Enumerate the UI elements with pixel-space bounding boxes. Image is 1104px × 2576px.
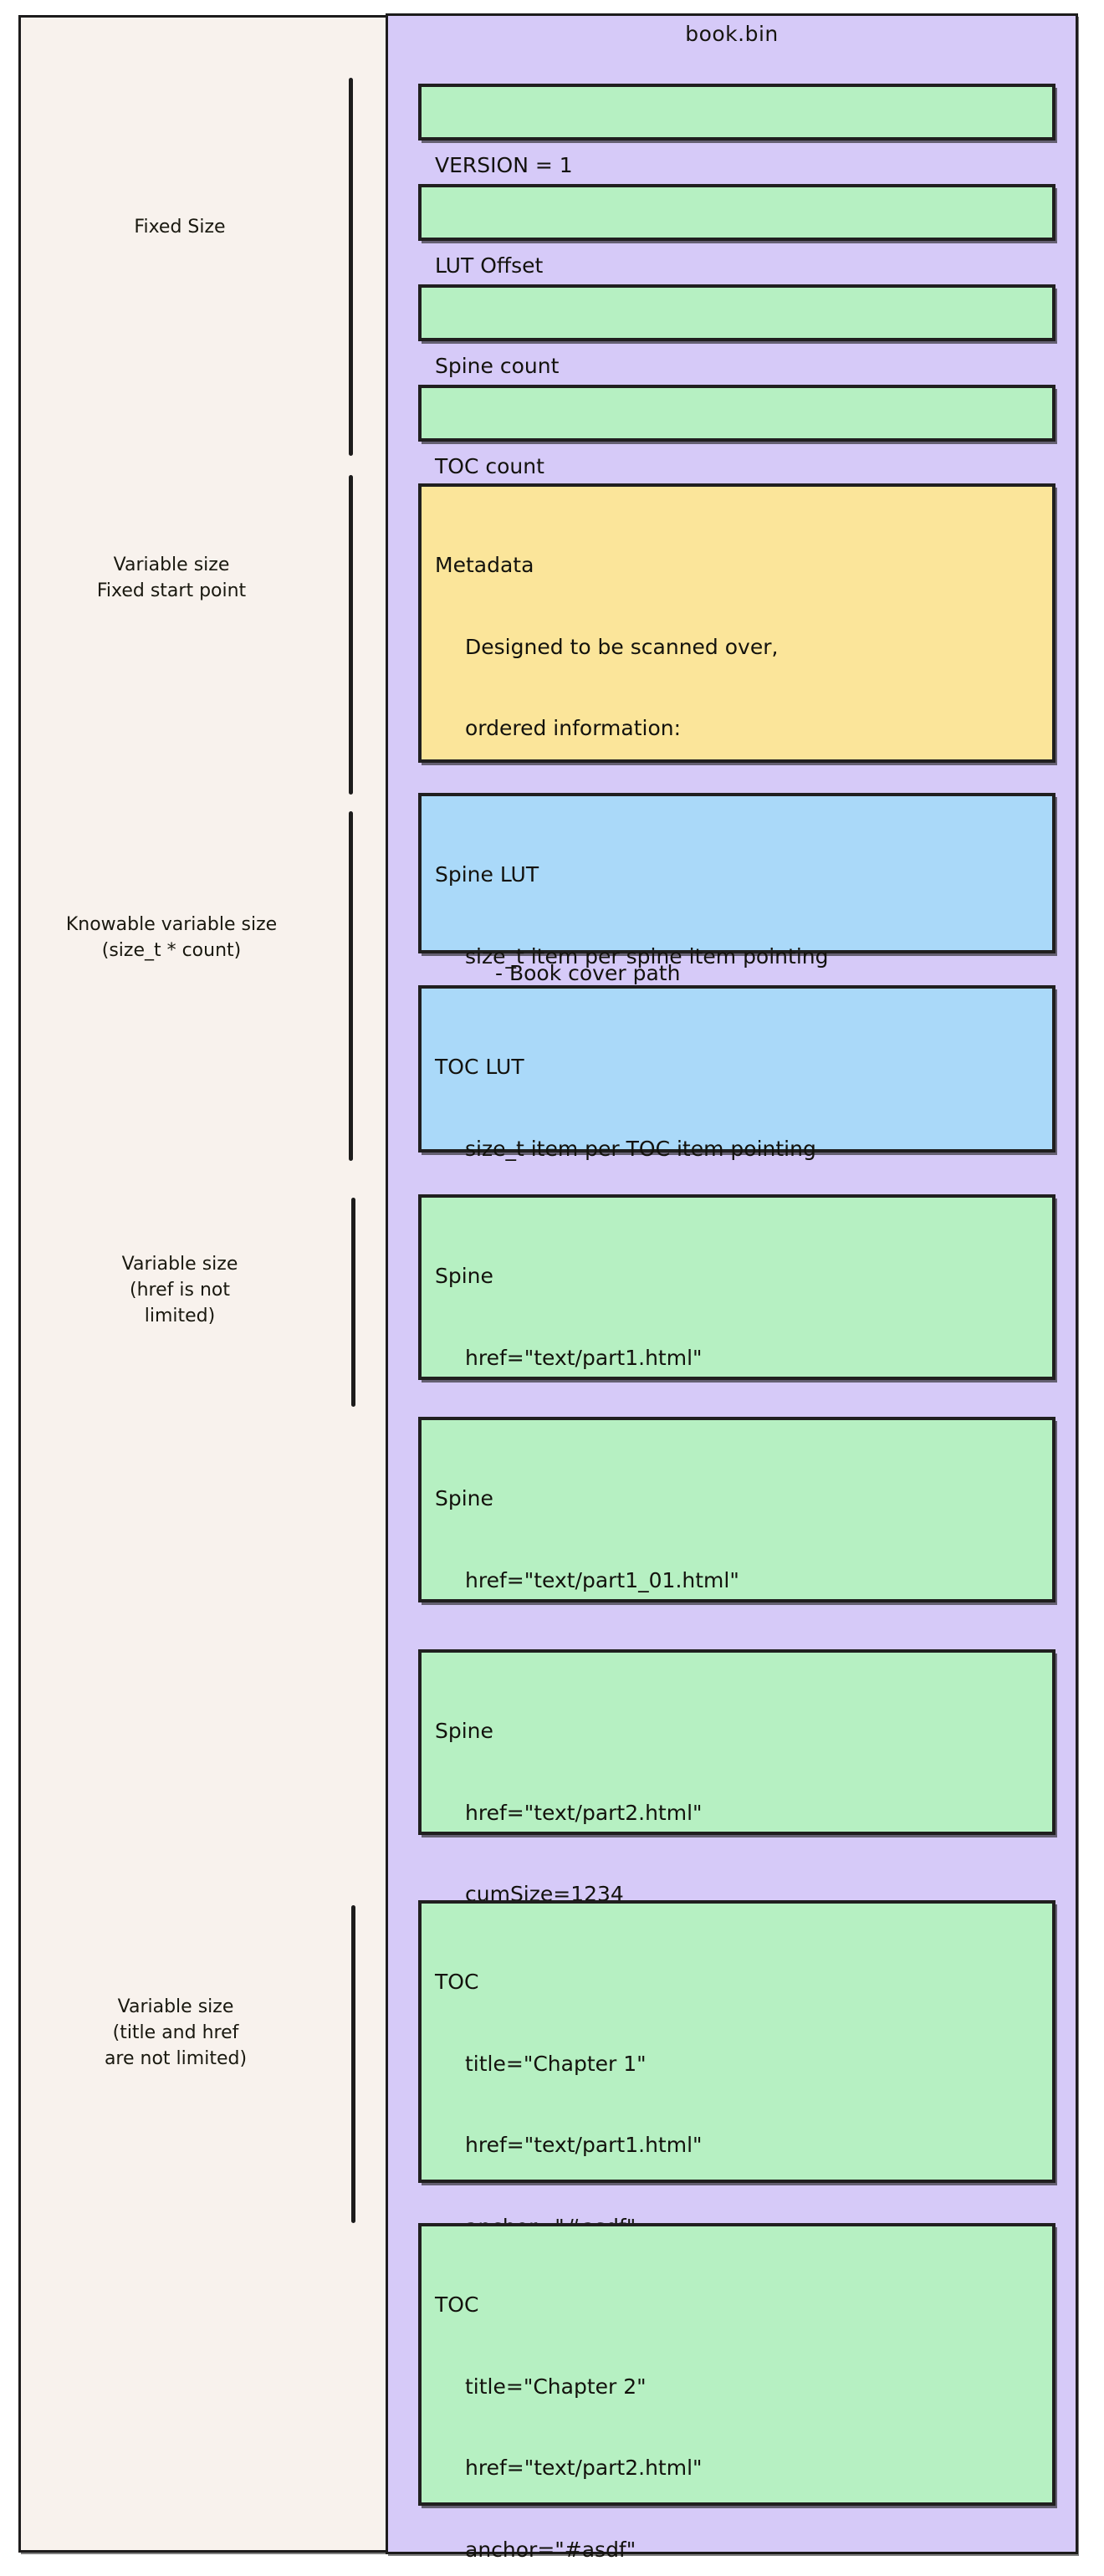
block-toc-1[interactable]: TOC title="Chapter 1" href="text/part1.h… bbox=[418, 1900, 1055, 2402]
block-toc-1-line-1: title="Chapter 1" bbox=[465, 2051, 647, 2076]
block-toc-lut-line-0: TOC LUT bbox=[435, 1055, 524, 1079]
block-toc-1-line-0: TOC bbox=[435, 1970, 479, 1994]
block-metadata-line-5: - Book cover path bbox=[495, 960, 681, 985]
block-spine-2-line-0: Spine bbox=[435, 1486, 493, 1510]
block-toc-1-line-2: href="text/part1.html" bbox=[465, 2133, 703, 2157]
block-metadata-line-2: ordered information: bbox=[465, 716, 682, 740]
block-toc-2[interactable]: TOC title="Chapter 2" href="text/part2.h… bbox=[418, 2223, 1055, 2562]
section-label-variable-href: Variable size (href is not limited) bbox=[121, 1254, 238, 1327]
block-toc-lut[interactable]: TOC LUT size_t item per TOC item pointin… bbox=[418, 985, 1055, 1242]
block-version[interactable]: VERSION = 1 bbox=[418, 84, 1055, 177]
block-metadata[interactable]: Metadata Designed to be scanned over, or… bbox=[418, 483, 1055, 985]
section-rule-variable-href bbox=[351, 1198, 355, 1407]
section-rule-variable-fixed bbox=[349, 475, 353, 795]
block-lut-offset-line-0: LUT Offset bbox=[435, 253, 544, 278]
section-rule-fixed-size bbox=[349, 78, 353, 456]
block-spine-2[interactable]: Spine href="text/part1_01.html" cumSize=… bbox=[418, 1417, 1055, 1756]
block-spine-1-line-0: Spine bbox=[435, 1264, 493, 1288]
block-spine-3[interactable]: Spine href="text/part2.html" cumSize=123… bbox=[418, 1649, 1055, 1988]
section-rule-variable-toc bbox=[351, 1905, 355, 2223]
block-toc-lut-line-1: size_t item per TOC item pointing bbox=[465, 1136, 816, 1161]
block-toc-2-line-3: anchor="#asdf" bbox=[465, 2537, 636, 2562]
block-toc-count[interactable]: TOC count bbox=[418, 385, 1055, 478]
block-spine-lut-line-1: size_t item per spine item pointing bbox=[465, 943, 829, 969]
block-spine-3-line-1: href="text/part2.html" bbox=[465, 1800, 703, 1825]
left-annotation-panel bbox=[18, 15, 388, 2553]
block-lut-offset[interactable]: LUT Offset bbox=[418, 184, 1055, 278]
block-spine-2-line-1: href="text/part1_01.html" bbox=[465, 1567, 739, 1592]
block-spine-1[interactable]: Spine href="text/part1.html" cumSize=123… bbox=[418, 1194, 1055, 1533]
block-toc-2-line-2: href="text/part2.html" bbox=[465, 2456, 703, 2480]
block-spine-3-line-0: Spine bbox=[435, 1719, 493, 1743]
block-spine-count-line-0: Spine count bbox=[435, 354, 560, 378]
block-toc-2-line-0: TOC bbox=[435, 2292, 479, 2317]
block-metadata-line-1: Designed to be scanned over, bbox=[465, 634, 779, 659]
block-spine-1-line-1: href="text/part1.html" bbox=[465, 1345, 703, 1370]
section-label-variable-toc: Variable size (title and href are not li… bbox=[104, 1996, 248, 2070]
block-spine-lut[interactable]: Spine LUT size_t item per spine item poi… bbox=[418, 793, 1055, 1050]
block-toc-count-line-0: TOC count bbox=[435, 454, 544, 478]
block-metadata-line-0: Metadata bbox=[435, 553, 534, 577]
section-label-knowable-variable: Knowable variable size (size_t * count) bbox=[65, 914, 278, 962]
block-spine-lut-line-0: Spine LUT bbox=[435, 862, 539, 887]
block-toc-2-line-1: title="Chapter 2" bbox=[465, 2374, 647, 2399]
page-title: book.bin bbox=[685, 22, 779, 46]
section-label-fixed-size: Fixed Size bbox=[134, 217, 226, 238]
section-rule-knowable-variable bbox=[349, 811, 353, 1161]
block-spine-count[interactable]: Spine count bbox=[418, 284, 1055, 378]
section-label-variable-fixed: Variable size Fixed start point bbox=[96, 555, 247, 602]
block-version-line-0: VERSION = 1 bbox=[435, 153, 573, 177]
